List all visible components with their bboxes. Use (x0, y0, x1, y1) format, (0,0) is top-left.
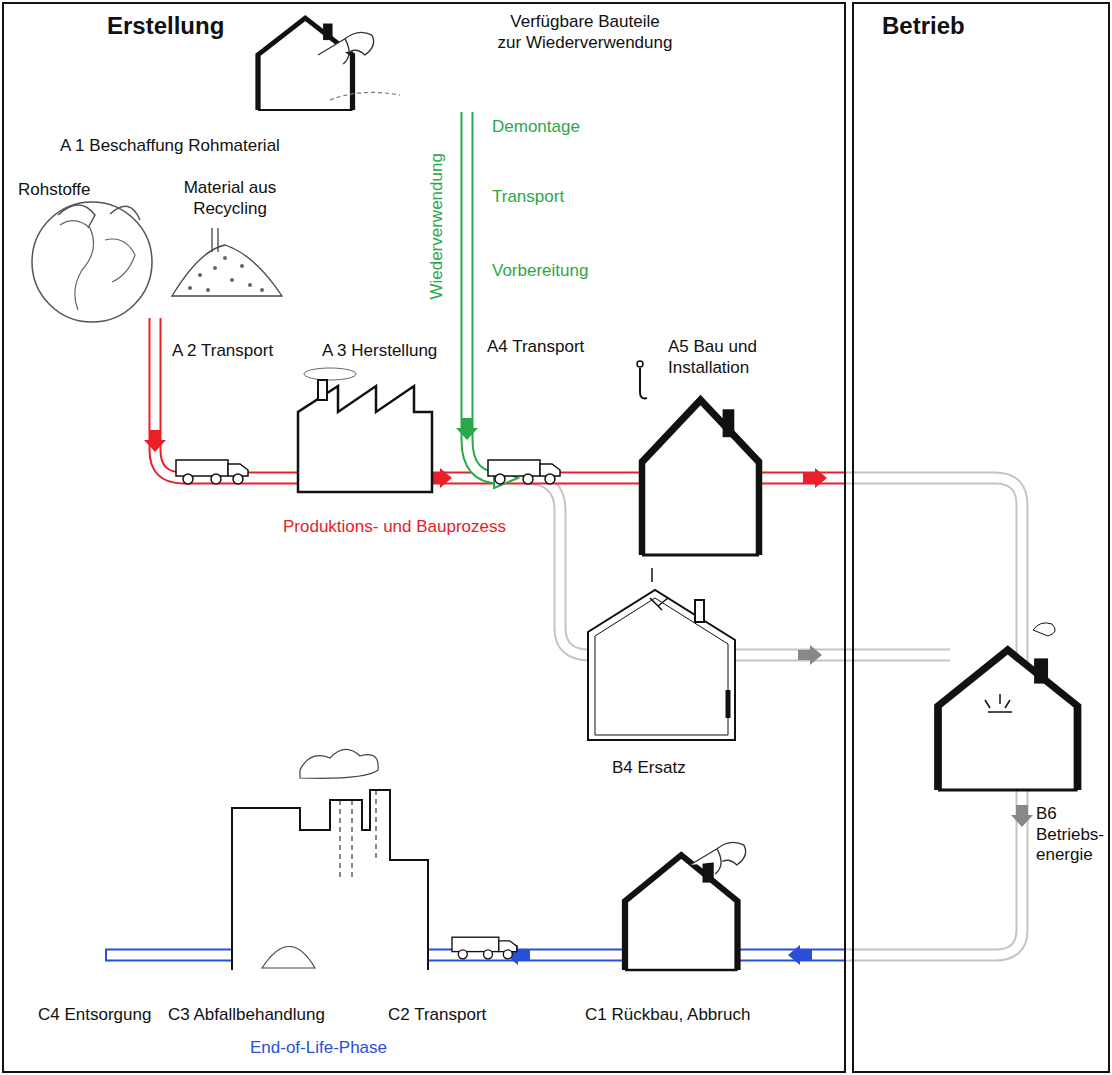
recycling-pile (248, 283, 252, 287)
recycling-pile (213, 266, 217, 270)
waste-plant (232, 790, 428, 970)
replacement-house (595, 598, 728, 735)
factory (298, 386, 432, 492)
demolition-house (625, 842, 746, 970)
panel-divider (849, 0, 850, 1075)
waste-plant (340, 790, 376, 880)
phase-caption: End-of-Life-Phase (250, 1038, 387, 1059)
phase-panel: Betrieb (852, 2, 1110, 1073)
phase-panel: Erstellung (2, 2, 846, 1073)
recycling-pile (212, 228, 218, 252)
globe-raw-materials (60, 221, 94, 310)
operation-house (985, 694, 1012, 712)
waste-plant (300, 749, 378, 778)
reuse-house (330, 92, 400, 100)
stage-label: B4 Ersatz (612, 758, 686, 779)
flow-arrow (788, 945, 812, 965)
replacement-house (726, 690, 731, 718)
construction-house (642, 400, 759, 555)
reuse-path-label: Wiederverwendung (427, 153, 448, 299)
waste-plant (232, 749, 428, 970)
reuse-house (258, 18, 353, 110)
globe-raw-materials (32, 202, 152, 322)
globe-raw-materials (58, 205, 140, 228)
stage-label: C3 Abfallbehandlung (168, 1005, 325, 1026)
stage-label: A5 Bau und Installation (668, 337, 776, 378)
recycling-pile (172, 245, 282, 296)
transport-truck (176, 460, 248, 484)
recycling-pile (188, 286, 192, 290)
reuse-house (318, 32, 374, 64)
replacement-house (650, 598, 668, 610)
globe-raw-materials (105, 239, 135, 282)
recycling-pile (260, 288, 264, 292)
flow-arrow (803, 468, 827, 488)
panel-divider (847, 0, 851, 1075)
reuse-step: Transport (492, 187, 564, 208)
recycling-pile (172, 228, 282, 296)
recycling-pile (223, 256, 227, 260)
source-label: Rohstoffe (18, 180, 90, 201)
demolition-house (625, 855, 738, 970)
factory (298, 368, 432, 492)
factory (318, 380, 327, 400)
stage-label: A 1 Beschaffung Rohmaterial (60, 136, 280, 157)
replacement-house (588, 568, 735, 740)
reuse-caption: Verfügbare Bauteile zur Wiederverwendung (497, 12, 673, 53)
reuse-house (258, 18, 400, 110)
phase-caption: Produktions- und Bauprozess (283, 517, 506, 538)
replacement-house (588, 590, 735, 740)
replacement-house (695, 600, 704, 622)
flow-arrow (456, 418, 478, 440)
phase-heading: Betrieb (882, 12, 965, 40)
stage-label: C4 Entsorgung (38, 1005, 151, 1026)
transport-truck (452, 937, 517, 959)
recycling-pile (240, 264, 244, 268)
transport-truck (488, 460, 560, 484)
waste-plant (262, 947, 315, 969)
operation-house (938, 623, 1078, 790)
globe-raw-materials (32, 202, 152, 322)
source-label: Material aus Recycling (170, 178, 290, 219)
factory (304, 368, 356, 380)
replacement-house (651, 568, 653, 582)
construction-house (637, 361, 643, 367)
flow-arrow (798, 645, 822, 665)
stage-label: C2 Transport (388, 1005, 486, 1026)
construction-house (637, 361, 759, 555)
flow-arrow (1011, 805, 1033, 827)
demolition-house (690, 842, 746, 874)
stage-label: A 2 Transport (172, 341, 273, 362)
recycling-pile (188, 256, 264, 292)
stage-label: A4 Transport (487, 337, 584, 358)
phase-heading: Erstellung (107, 12, 224, 40)
operation-house (1033, 623, 1055, 636)
operation-house (938, 650, 1078, 790)
reuse-step: Demontage (492, 117, 580, 138)
recycling-pile (198, 273, 202, 277)
recycling-pile (206, 288, 210, 292)
construction-house (640, 368, 647, 398)
stage-label: C1 Rückbau, Abbruch (585, 1005, 750, 1026)
stage-label: A 3 Herstellung (322, 341, 437, 362)
recycling-pile (230, 278, 234, 282)
flow-arrow (144, 430, 166, 452)
reuse-step: Vorbereitung (492, 261, 588, 282)
stage-label: B6 Betriebs- energie (1036, 804, 1106, 866)
